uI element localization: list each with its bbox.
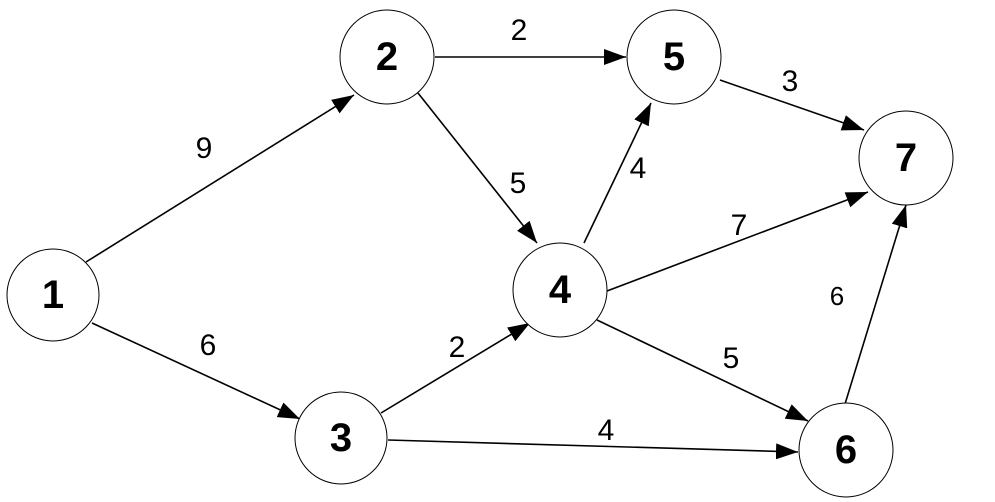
edge-4-5: [583, 102, 652, 244]
edge-weight-2-4: 5: [510, 167, 527, 200]
node-label: 2: [376, 35, 398, 79]
edge-weight-3-6: 4: [598, 414, 615, 447]
node-label: 5: [663, 35, 685, 79]
graph-node: 4: [512, 242, 608, 338]
edge-weight-6-7: 6: [830, 281, 844, 311]
edge-4-6: [596, 319, 809, 422]
node-label: 1: [42, 273, 64, 317]
nodes-layer: 1 2 3 4 5 6 7: [6, 9, 954, 498]
edge-3-4: [380, 322, 531, 414]
edge-weight-4-7: 7: [731, 209, 748, 242]
edge-weight-4-6: 5: [723, 342, 740, 375]
edge-weight-5-7: 3: [782, 65, 799, 98]
graph-node: 7: [858, 110, 954, 206]
graph-node: 5: [626, 9, 722, 105]
edge-5-7: [719, 79, 865, 131]
edges-layer: [85, 49, 908, 460]
edge-3-6: [387, 439, 799, 460]
graph-node: 1: [6, 248, 100, 342]
edge-weight-3-4: 2: [449, 331, 466, 364]
graph-node: 3: [294, 391, 388, 485]
edge-6-7: [844, 204, 908, 405]
edge-2-4: [417, 92, 538, 244]
node-label: 6: [835, 428, 857, 472]
edge-weight-1-2: 9: [196, 132, 213, 165]
graph-node: 2: [339, 9, 435, 105]
edge-1-2: [85, 94, 355, 263]
edge-weights-layer: 9 6 2 5 2 4 4 7 5 3 6: [196, 14, 845, 447]
edge-4-7: [606, 191, 869, 292]
node-label: 4: [549, 268, 572, 312]
edge-weight-2-5: 2: [511, 14, 528, 47]
edge-1-3: [91, 322, 301, 420]
graph-node: 6: [798, 402, 894, 498]
node-label: 7: [895, 136, 917, 180]
node-label: 3: [330, 416, 352, 460]
edge-weight-4-5: 4: [630, 152, 647, 185]
edge-weight-1-3: 6: [200, 329, 217, 362]
